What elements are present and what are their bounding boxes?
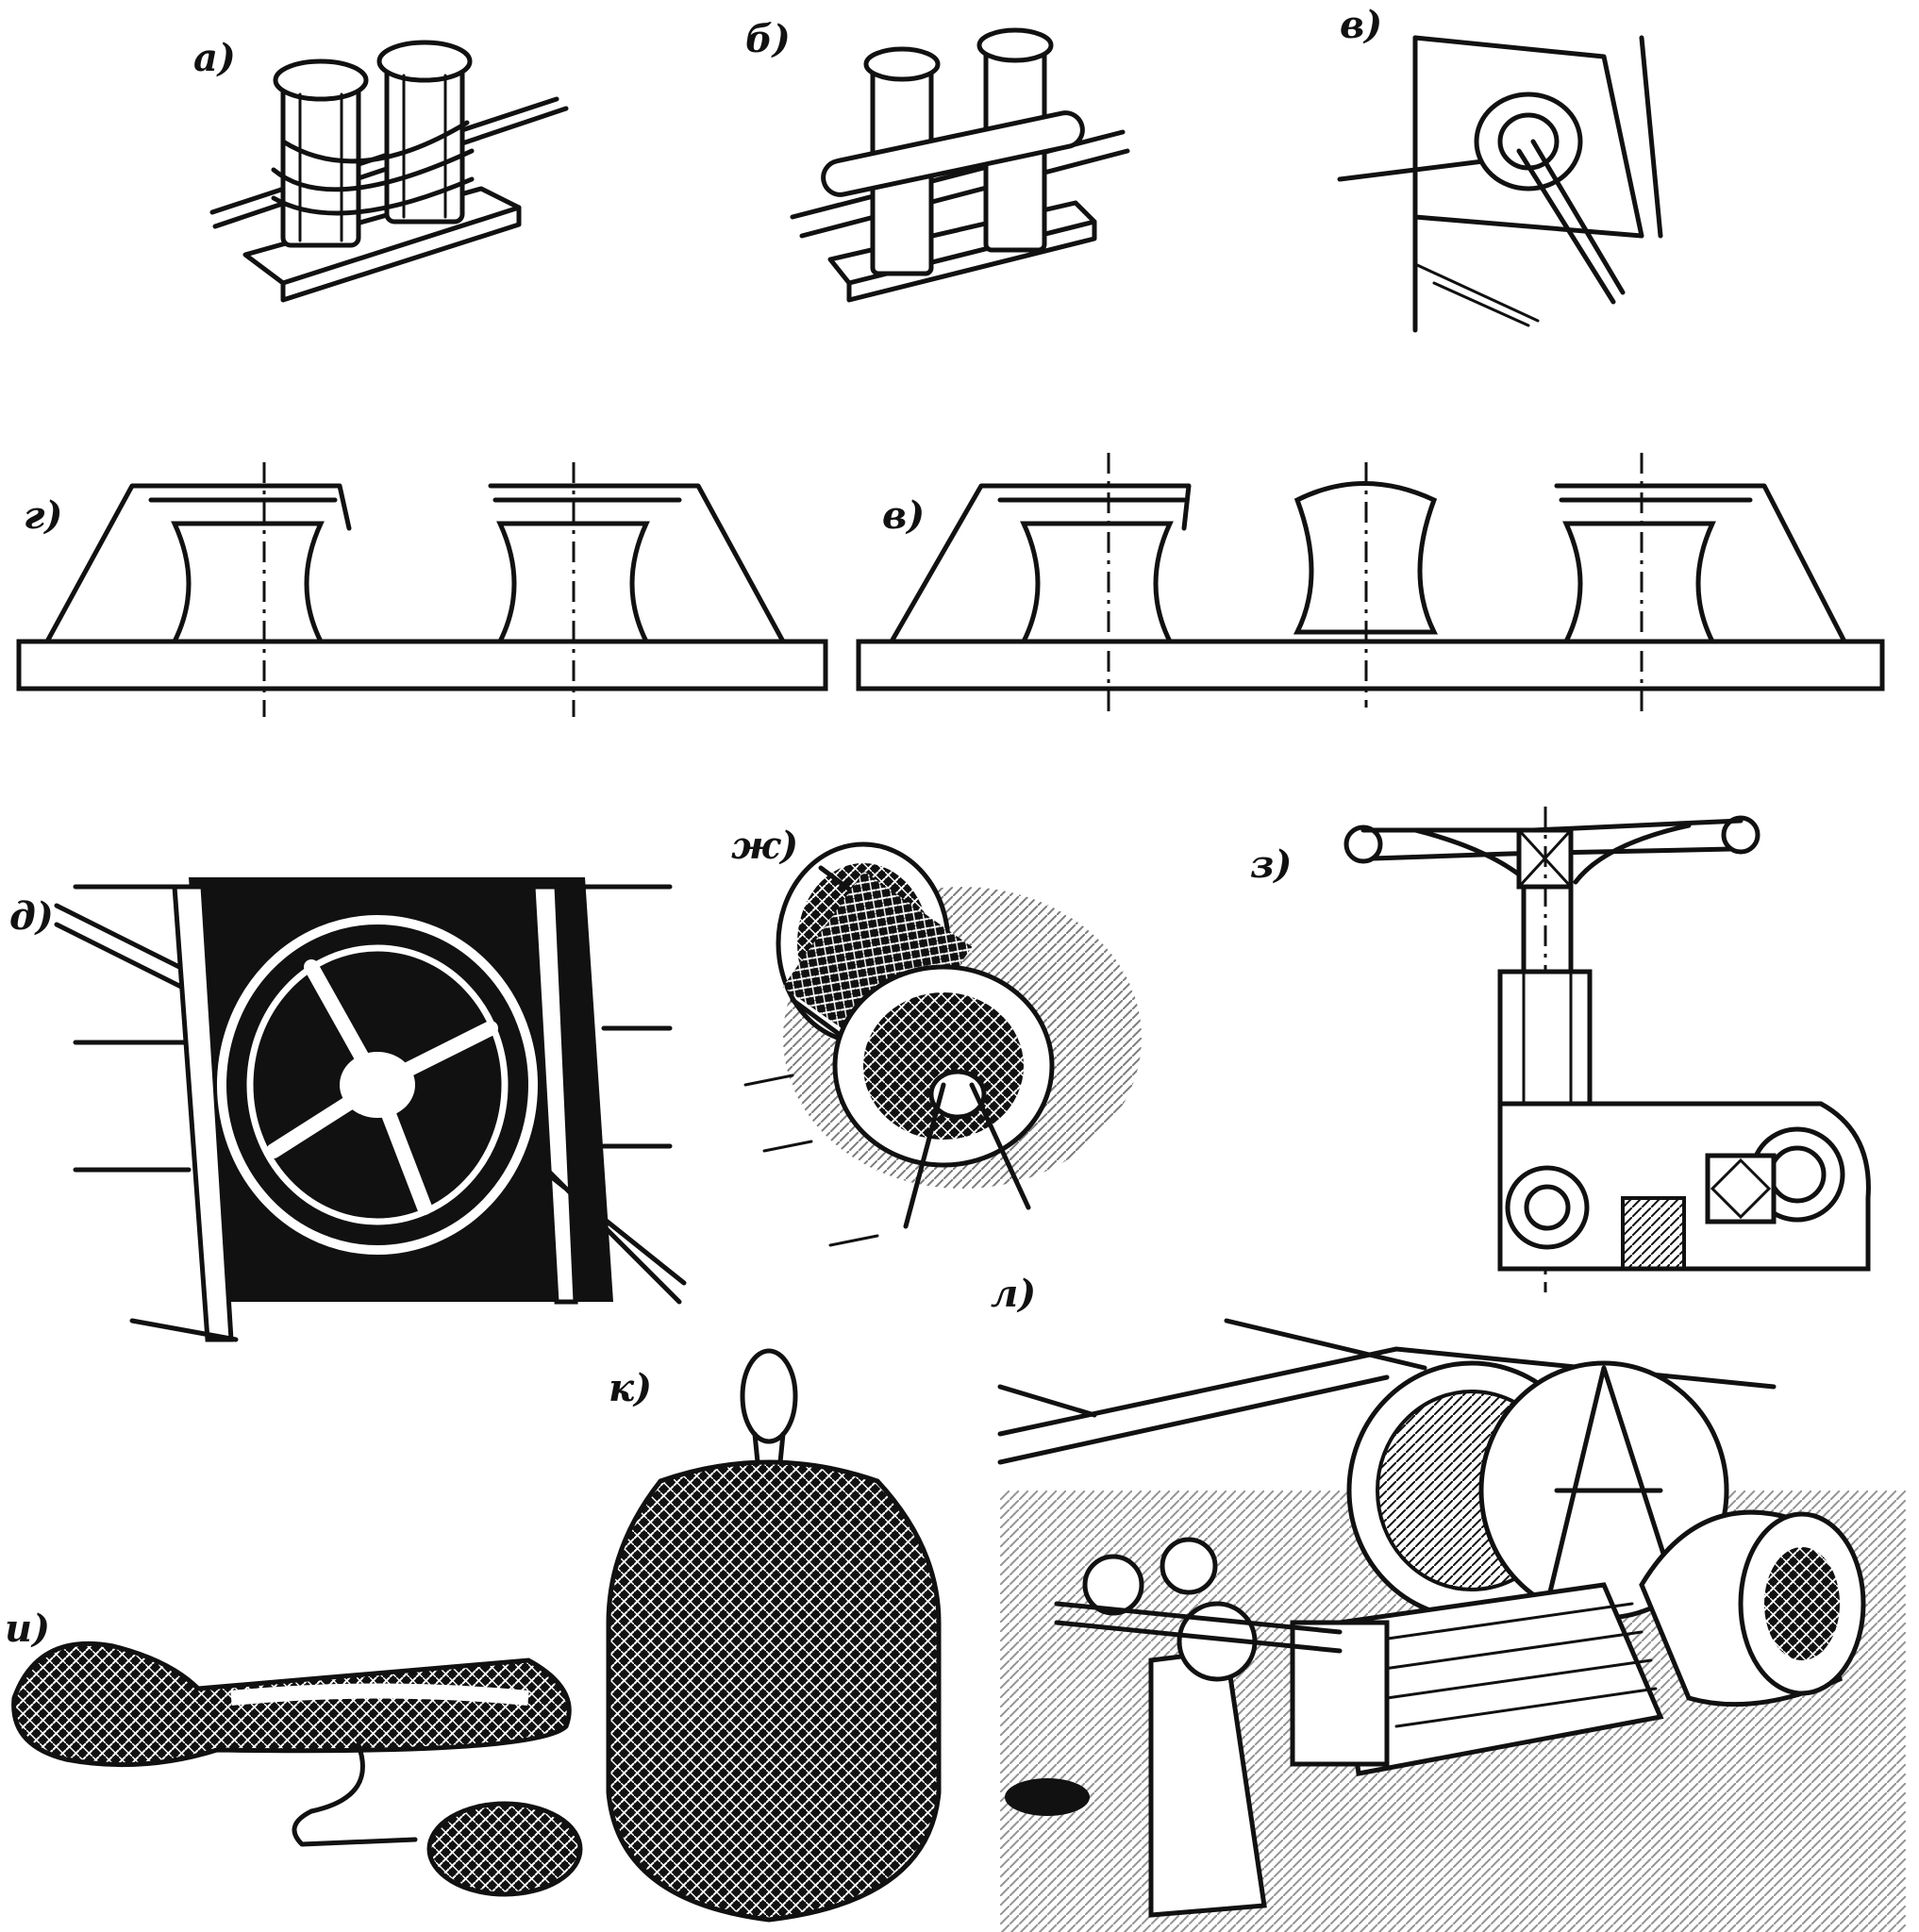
bollard-post-left: [273, 58, 369, 248]
base-plate: [856, 639, 1885, 691]
panel-i-heaving-line: и): [5, 1607, 583, 1897]
panel-a-double-bollard: а): [193, 36, 569, 303]
panel-z-capstan-section: з): [1250, 807, 1871, 1292]
motor-housing: [1290, 1582, 1664, 1776]
panel-label-v: в): [1340, 3, 1382, 47]
fender-eye: [740, 1348, 798, 1444]
monkey-fist-weight: [426, 1801, 583, 1897]
panel-label-l: л): [991, 1272, 1036, 1316]
fender-body: [606, 1459, 942, 1923]
bollard-post-right: [376, 40, 473, 225]
panel-v-bulwark-fairlead: в): [1337, 3, 1663, 333]
drum-wheel: [217, 915, 538, 1255]
panel-d-bulwark-drum: д): [9, 877, 687, 1342]
panel-l-mooring-winch: л): [991, 1272, 1906, 1932]
panel-label-zh: ж): [731, 824, 798, 868]
panel-label-g: г): [24, 493, 62, 538]
panel-label-d: д): [9, 894, 54, 939]
roller-left: [170, 462, 325, 717]
base-plate: [16, 639, 828, 691]
winch-drum: [1346, 1360, 1729, 1621]
roller-center: [1293, 462, 1439, 708]
panel-label-a: а): [193, 36, 236, 80]
panel-v2-three-roller-fairlead: в): [856, 453, 1885, 717]
roller-right: [495, 462, 651, 717]
panel-label-z: з): [1250, 842, 1292, 887]
panel-label-k: к): [609, 1366, 652, 1410]
cross-bar: [821, 110, 1085, 197]
panel-g-roller-fairlead: г): [16, 462, 828, 717]
panel-label-v2: в): [882, 493, 925, 538]
roller-left: [1019, 453, 1175, 717]
panel-label-b: б): [745, 17, 791, 61]
panel-b-cross-bollard: б): [745, 17, 1130, 303]
roller-right: [1561, 453, 1717, 717]
panel-zh-rope-reel: ж): [731, 824, 1142, 1247]
panel-k-rope-fender: к): [606, 1348, 942, 1923]
warping-head: [1639, 1509, 1866, 1707]
panel-label-i: и): [5, 1607, 50, 1651]
